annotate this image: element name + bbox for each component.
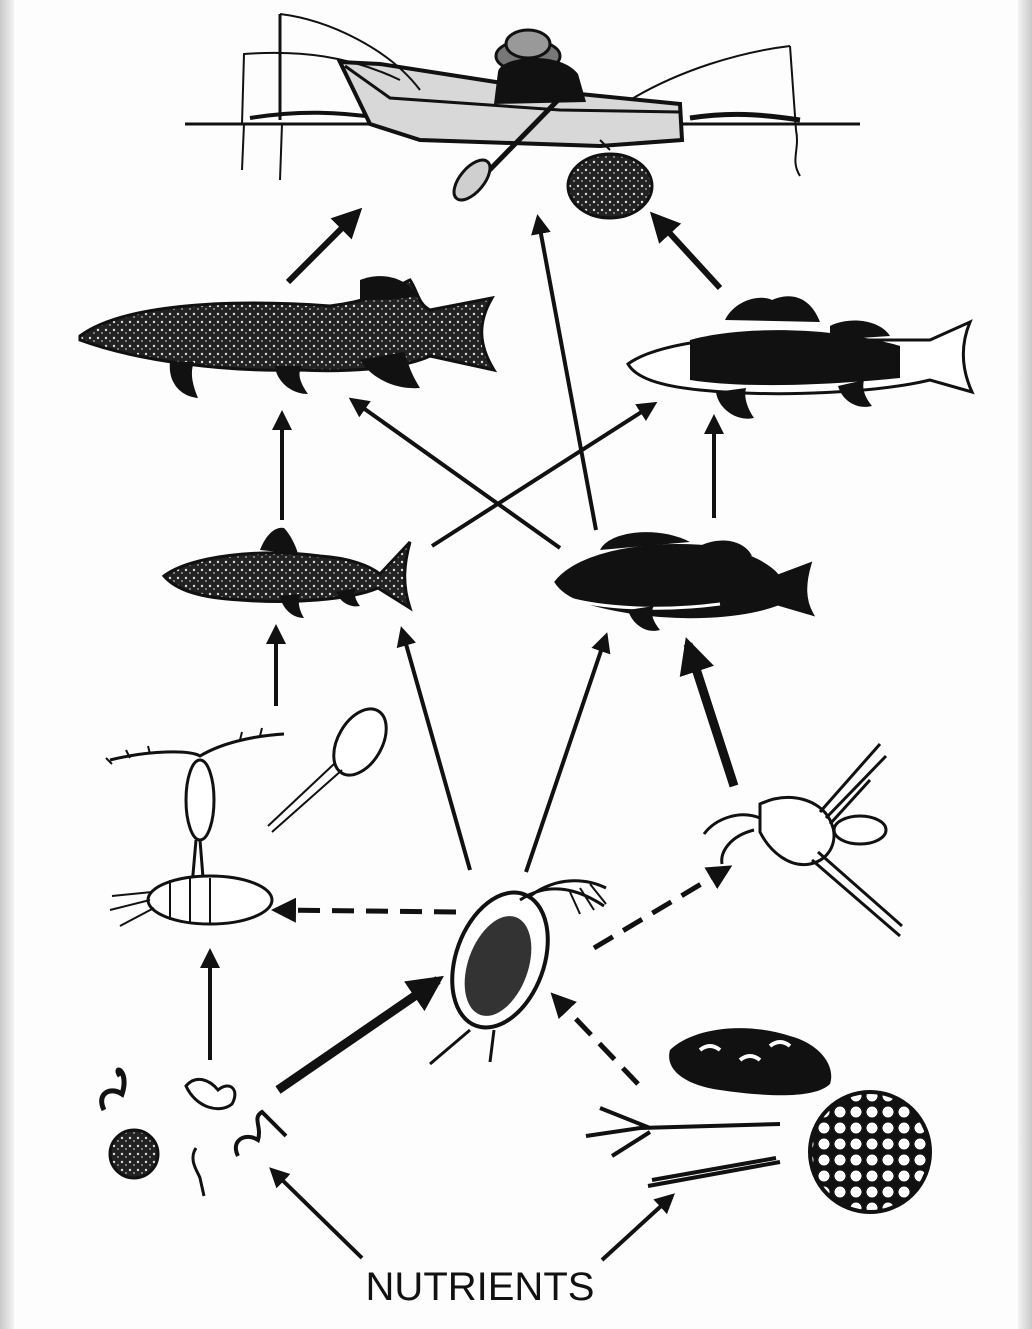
arrow-perch-to-angler [538, 218, 596, 530]
pike-fish-icon [80, 276, 494, 398]
angler-in-boat-icon [185, 14, 860, 218]
arrow-cisco-to-walleye [432, 404, 654, 546]
arrow-algae-to-daphnia [278, 980, 438, 1090]
nutrients-label: NUTRIENTS [330, 1262, 630, 1312]
arrow-daphnia-to-perch [526, 636, 606, 872]
copepod-group-icon [106, 700, 397, 926]
arrow-algae-right-to-daphnia [554, 996, 638, 1084]
arrow-perch-to-pike [352, 400, 560, 548]
arrow-nutrients-to-algae-right [602, 1196, 672, 1260]
arrow-larva-to-perch [688, 644, 734, 786]
arrow-daphnia-to-cisco [402, 630, 470, 870]
arrow-pike-to-angler [288, 212, 358, 282]
arrow-daphnia-to-copepod [276, 910, 456, 912]
small-fish-icon [164, 528, 410, 618]
walleye-fish-icon [628, 296, 972, 418]
algae-cluster-left-icon [102, 1070, 286, 1196]
arrow-nutrients-to-algae-left [272, 1170, 362, 1258]
algae-cluster-right-icon [586, 1028, 930, 1212]
water-flea-icon [430, 879, 606, 1064]
arrow-walleye-to-angler [654, 216, 720, 288]
arrow-daphnia-to-larva [594, 868, 728, 948]
perch-fish-icon [556, 532, 812, 631]
